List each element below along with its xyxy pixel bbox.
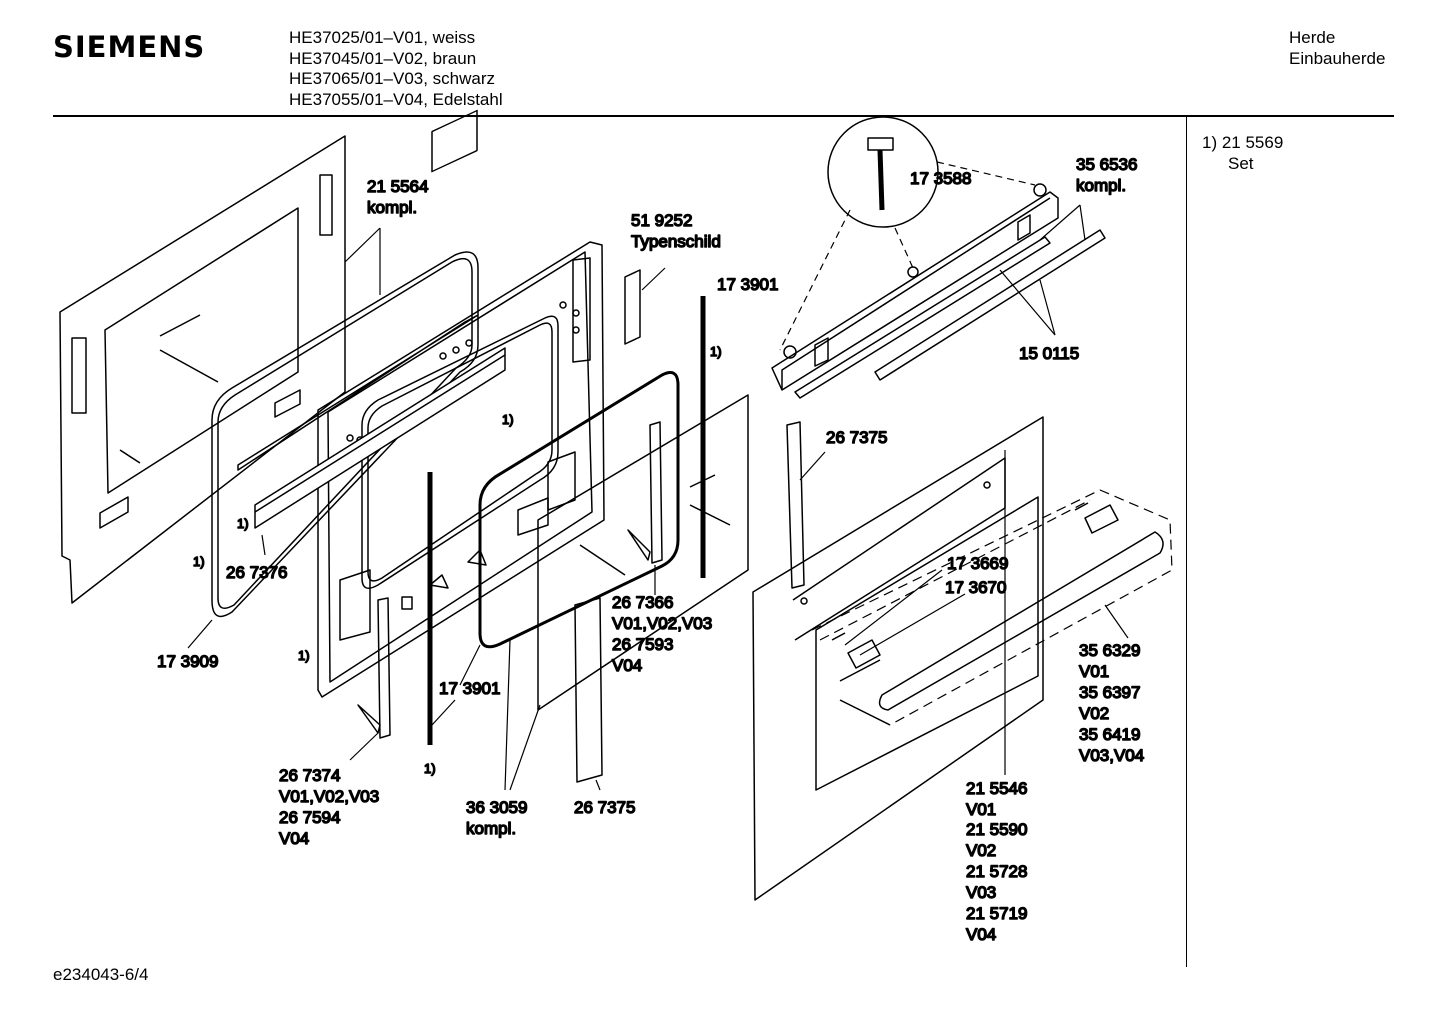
column-divider — [1186, 117, 1187, 967]
part-label: V01 — [1079, 662, 1109, 681]
part-label: 51 9252 — [631, 211, 692, 230]
hinge-rail-left — [357, 597, 391, 739]
part-label: 17 3901 — [717, 275, 778, 294]
part-label: kompl. — [367, 198, 417, 217]
part-label: 15 0115 — [1019, 344, 1079, 363]
part-label: 26 7375 — [574, 798, 635, 817]
door-handle-bar — [831, 502, 1164, 711]
side-rail-bottom — [574, 597, 603, 783]
category-line: Herde — [1289, 28, 1336, 47]
part-label: kompl. — [1076, 176, 1126, 195]
part-label: V02 — [966, 841, 996, 860]
part-label: 26 7375 — [826, 428, 887, 447]
model-list: HE37025/01–V01, weiss HE37045/01–V02, br… — [289, 28, 503, 110]
part-label: 26 7376 — [226, 563, 287, 582]
part-label: 35 6536 — [1076, 155, 1137, 174]
detail-leader-lines — [779, 161, 1036, 351]
brand-logo: SIEMENS — [53, 30, 206, 64]
footnote-mark: 1) — [298, 648, 310, 663]
model-line: HE37055/01–V04, Edelstahl — [289, 89, 503, 109]
inner-glass-pane — [537, 394, 749, 711]
middle-seal-ring — [478, 371, 680, 649]
document-id: e234043-6/4 — [53, 965, 149, 984]
model-line: HE37045/01–V02, braun — [289, 48, 477, 68]
part-label: 26 7594 — [279, 808, 340, 827]
part-label: V02 — [1079, 704, 1109, 723]
part-label: V04 — [966, 925, 996, 944]
part-label: 26 7593 — [612, 635, 673, 654]
category-label: Herde Einbauherde — [1289, 28, 1385, 69]
hinge-rail-right — [627, 421, 663, 564]
part-label: 35 6419 — [1079, 725, 1140, 744]
hinge-rail-top — [786, 421, 805, 589]
model-line: HE37025/01–V01, weiss — [289, 28, 476, 47]
part-label: 21 5728 — [966, 862, 1027, 881]
part-label: 35 6329 — [1079, 641, 1140, 660]
handle-outline-dashed — [811, 489, 1173, 726]
part-label: 17 3901 — [439, 679, 500, 698]
part-label: 17 3669 — [947, 554, 1008, 573]
footnote-ref: 1) 21 5569 — [1202, 133, 1284, 152]
part-label: V04 — [279, 829, 309, 848]
part-label: 26 7374 — [279, 766, 340, 785]
model-line: HE37065/01–V03, schwarz — [289, 69, 496, 88]
part-label: 36 3059 — [466, 798, 527, 817]
seal-strip-vertical — [427, 296, 706, 745]
header-divider — [53, 115, 1394, 117]
footnote-mark: 1) — [193, 554, 205, 569]
inner-door-frame — [317, 109, 605, 698]
footnote-mark: 1) — [424, 761, 436, 776]
part-label: V01,V02,V03 — [612, 614, 712, 633]
part-label: Typenschild — [631, 232, 721, 251]
part-label: V03 — [966, 883, 996, 902]
part-label: V01 — [966, 800, 996, 819]
part-label: V03,V04 — [1079, 746, 1144, 765]
footnote-mark: 1) — [710, 344, 722, 359]
typenschild-plate — [624, 269, 641, 345]
part-label: 17 3588 — [910, 169, 971, 188]
footnote-text: Set — [1228, 153, 1254, 173]
part-label: 17 3909 — [157, 652, 218, 671]
footnote-mark: 1) — [502, 412, 514, 427]
part-label: 21 5546 — [966, 779, 1027, 798]
part-label: V01,V02,V03 — [279, 787, 379, 806]
footnote: 1) 21 5569 Set — [1202, 133, 1283, 174]
screw-detail — [827, 116, 939, 228]
part-label: 17 3670 — [945, 578, 1006, 597]
part-label: 26 7366 — [612, 593, 673, 612]
handle-strip — [254, 347, 506, 529]
part-label: 21 5719 — [966, 904, 1027, 923]
outer-door-front — [752, 416, 1044, 901]
part-label: 21 5590 — [966, 820, 1027, 839]
outer-door-panel — [59, 135, 346, 604]
footnote-mark: 1) — [237, 516, 249, 531]
trim-strip — [794, 229, 1106, 399]
part-label: V04 — [612, 656, 642, 675]
category-line: Einbauherde — [1289, 48, 1386, 68]
part-label: 21 5564 — [367, 177, 428, 196]
leader-lines — [187, 204, 1129, 791]
part-label: kompl. — [466, 819, 516, 838]
part-label: 35 6397 — [1079, 683, 1140, 702]
